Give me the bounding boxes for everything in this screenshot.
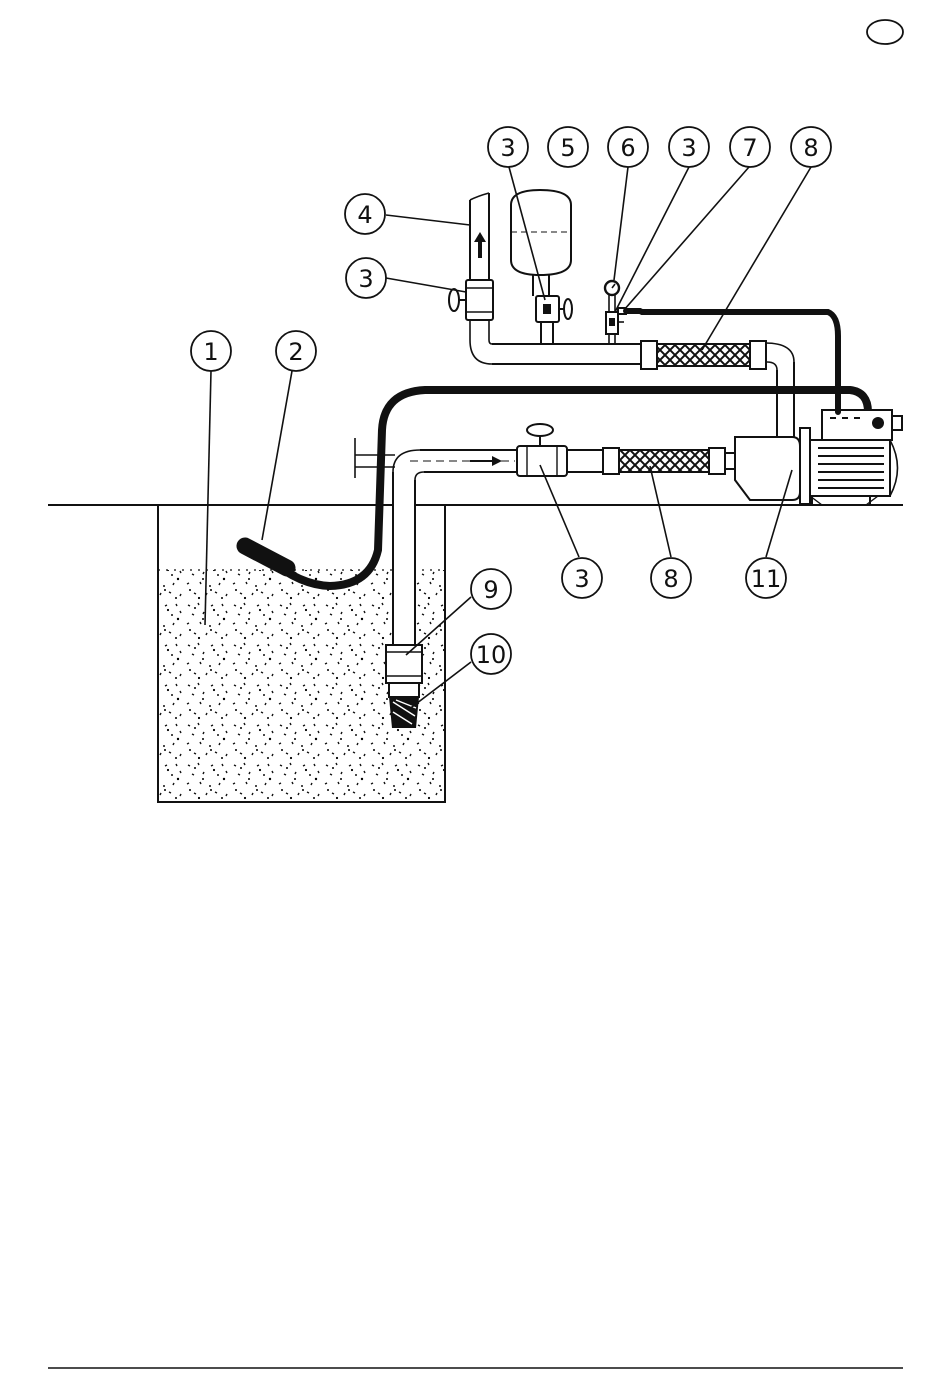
vessel-valve [536, 296, 572, 344]
callout-8-upper: 8 [791, 127, 831, 167]
svg-text:10: 10 [476, 641, 507, 669]
callout-7: 7 [730, 127, 770, 167]
callout-3-suction-valve: 3 [562, 558, 602, 598]
callout-1: 1 [191, 331, 231, 371]
callout-9: 9 [471, 569, 511, 609]
delivery-pipe [470, 193, 489, 280]
svg-text:3: 3 [500, 134, 515, 162]
svg-text:3: 3 [574, 565, 589, 593]
callout-10: 10 [471, 634, 511, 674]
callout-5: 5 [548, 127, 588, 167]
svg-text:8: 8 [663, 565, 678, 593]
svg-text:1: 1 [203, 338, 218, 366]
callout-8-lower: 8 [651, 558, 691, 598]
callout-4: 4 [345, 194, 385, 234]
svg-text:3: 3 [358, 265, 373, 293]
check-valve [386, 645, 422, 683]
gauge-valve [606, 312, 624, 334]
callout-3-delivery-valve: 3 [346, 258, 386, 298]
svg-text:4: 4 [357, 201, 372, 229]
delivery-valve [449, 280, 493, 320]
svg-text:11: 11 [751, 565, 782, 593]
callout-2: 2 [276, 331, 316, 371]
svg-text:7: 7 [742, 134, 757, 162]
svg-text:8: 8 [803, 134, 818, 162]
svg-text:5: 5 [560, 134, 575, 162]
suction-flexible-hose [603, 448, 735, 474]
language-badge [867, 20, 903, 44]
callout-3-gauge-valve: 3 [669, 127, 709, 167]
callout-11: 11 [746, 558, 786, 598]
svg-text:2: 2 [288, 338, 303, 366]
suction-valve [517, 424, 607, 476]
svg-text:9: 9 [483, 576, 498, 604]
svg-text:6: 6 [620, 134, 635, 162]
callout-6: 6 [608, 127, 648, 167]
callout-3-vessel-valve: 3 [488, 127, 528, 167]
svg-text:3: 3 [681, 134, 696, 162]
pump [735, 410, 902, 505]
delivery-flexible-hose [641, 341, 766, 369]
